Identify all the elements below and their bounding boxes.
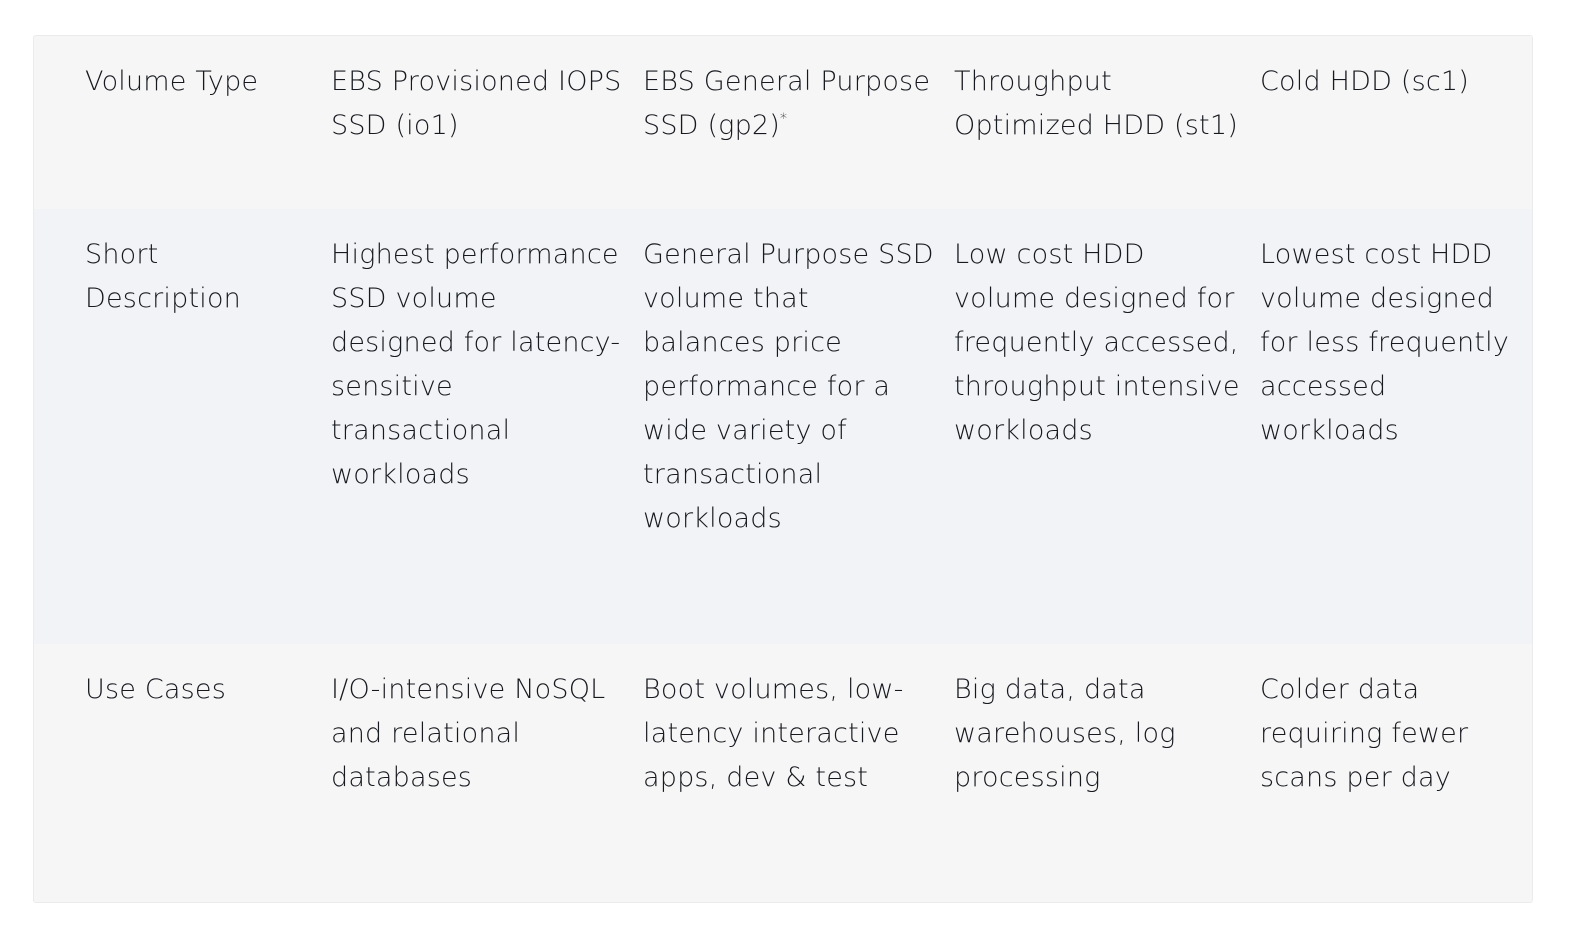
table-cell: EBS Provisioned IOPS SSD (io1) (331, 36, 643, 209)
row-label: Volume Type (34, 36, 331, 209)
table-cell: Low cost HDD volume designed for frequen… (954, 209, 1260, 644)
table-row-volume-type: Volume Type EBS Provisioned IOPS SSD (io… (34, 36, 1532, 209)
footnote-marker: * (780, 111, 788, 127)
row-label: Short Description (34, 209, 331, 644)
table-cell: Throughput Optimized HDD (st1) (954, 36, 1260, 209)
comparison-table: Volume Type EBS Provisioned IOPS SSD (io… (34, 36, 1532, 902)
table-row-use-cases: Use Cases I/O-intensive NoSQL and relati… (34, 644, 1532, 902)
table-cell-gp2: EBS General Purpose SSD (gp2)* (643, 36, 954, 209)
table-cell: Big data, data warehouses, log processin… (954, 644, 1260, 902)
table-cell: Lowest cost HDD volume designed for less… (1260, 209, 1532, 644)
table-cell: General Purpose SSD volume that balances… (643, 209, 954, 644)
cell-text: EBS General Purpose SSD (gp2) (643, 66, 931, 141)
table-cell: Cold HDD (sc1) (1260, 36, 1532, 209)
table-row-short-description: Short Description Highest performance SS… (34, 209, 1532, 644)
table-cell: I/O-intensive NoSQL and relational datab… (331, 644, 643, 902)
table-cell: Boot volumes, low-latency interactive ap… (643, 644, 954, 902)
table-cell: Highest performance SSD volume designed … (331, 209, 643, 644)
volume-comparison-table: Volume Type EBS Provisioned IOPS SSD (io… (33, 35, 1533, 903)
table-cell: Colder data requiring fewer scans per da… (1260, 644, 1532, 902)
row-label: Use Cases (34, 644, 331, 902)
